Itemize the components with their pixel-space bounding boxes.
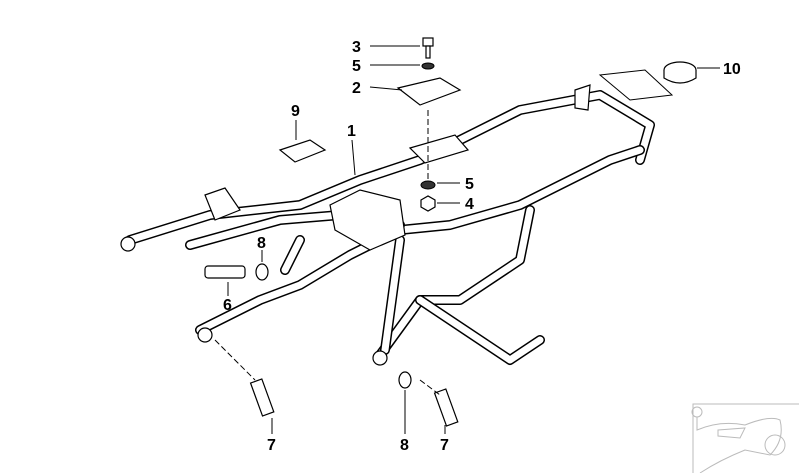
callout-2: 2 — [352, 80, 361, 97]
callout-3: 3 — [352, 39, 361, 56]
callout-10: 10 — [723, 61, 741, 78]
callout-7: 7 — [267, 437, 276, 454]
callout-8: 8 — [400, 437, 409, 454]
callout-labels: 3 5 2 9 1 10 5 4 8 6 7 8 7 — [223, 39, 741, 454]
rear-frame — [120, 84, 655, 366]
callout-6: 6 — [223, 297, 232, 314]
callout-7: 7 — [440, 437, 449, 454]
callout-4: 4 — [465, 196, 474, 213]
callout-5: 5 — [352, 58, 361, 75]
callout-1: 1 — [347, 123, 356, 140]
leader-lines — [227, 45, 720, 434]
callout-8: 8 — [257, 235, 266, 252]
callout-5: 5 — [465, 176, 474, 193]
callout-9: 9 — [291, 103, 300, 120]
small-parts — [204, 37, 697, 427]
motorcycle-thumbnail — [691, 403, 799, 473]
